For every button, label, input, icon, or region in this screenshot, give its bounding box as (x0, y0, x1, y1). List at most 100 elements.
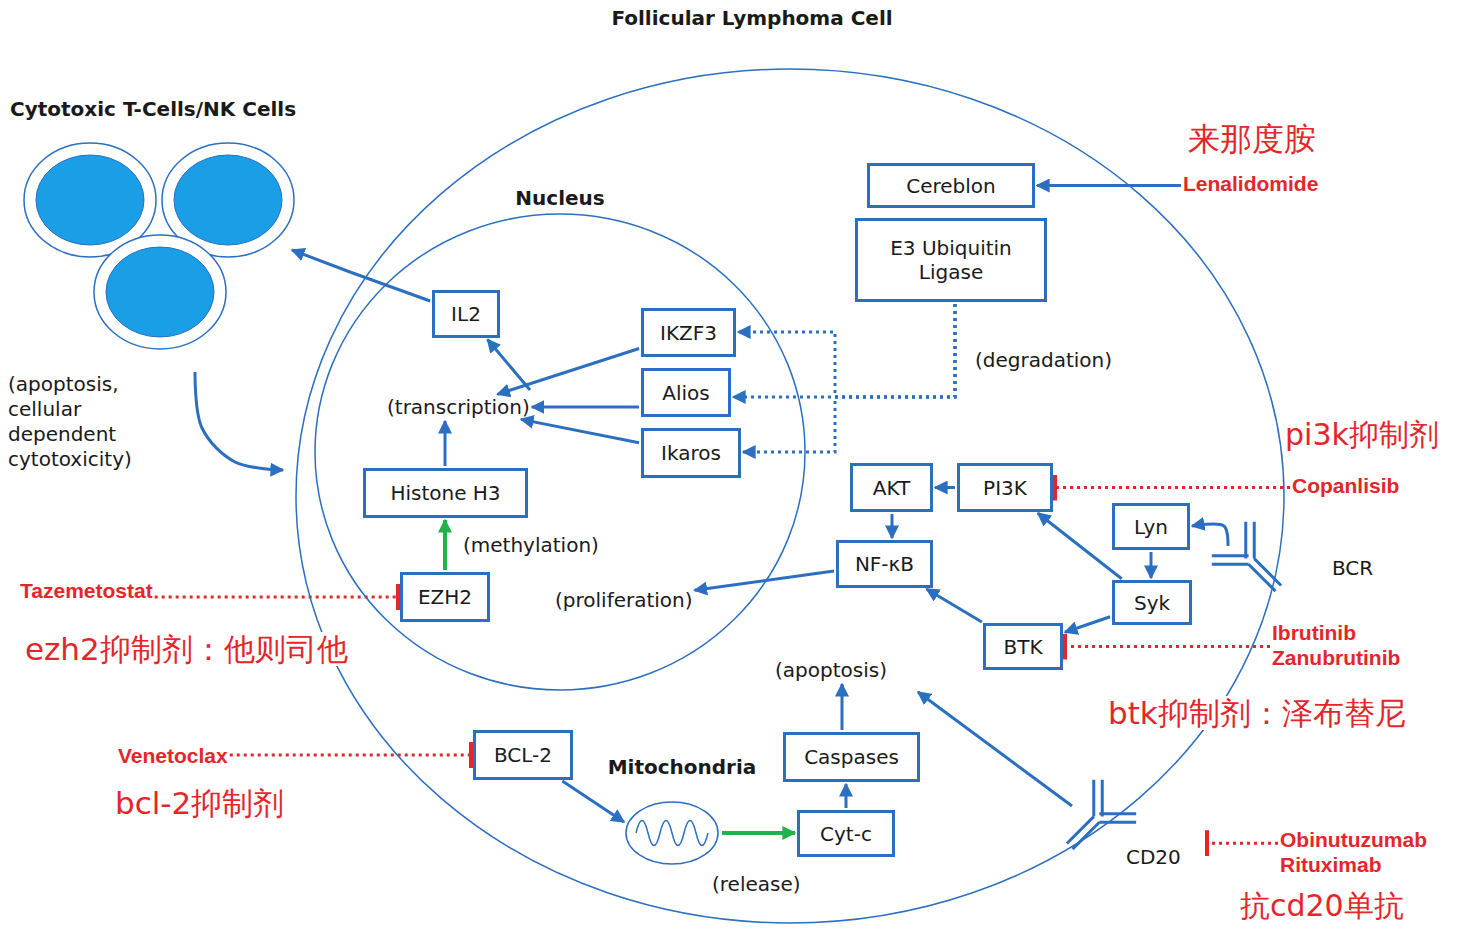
annotation-holder: bcl-2抑制剂 (115, 786, 284, 820)
process-box: Caspases (783, 732, 920, 782)
connector (1065, 645, 1270, 648)
node-heading: Nucleus (515, 186, 604, 210)
shape-group (1208, 518, 1300, 610)
connector (562, 781, 624, 822)
node-text: Alios (662, 381, 709, 405)
mitochondrion: Mitochondria (600, 752, 765, 870)
text-holder: Follicular Lymphoma Cell (611, 6, 892, 30)
process-label: (transcription) (387, 395, 530, 419)
annotation-holder: 来那度胺 (1188, 122, 1316, 157)
cell-outline: Follicular Lymphoma CellNucleusIL2IKZF3A… (290, 2, 1295, 925)
connector (733, 304, 955, 397)
connector (443, 520, 447, 570)
edge-label: (methylation) (463, 533, 599, 558)
process-box: IKZF3 (641, 308, 736, 357)
receptor: CD20 (1045, 775, 1205, 875)
node-text: IKZF3 (660, 321, 717, 345)
shape-group (296, 69, 1284, 923)
edge-label: (release) (712, 872, 801, 897)
cell-nucleus (106, 247, 214, 337)
connector (1055, 486, 1290, 489)
edge-label-holder: (degradation) (975, 348, 1112, 373)
node-text: EZH2 (418, 585, 472, 609)
text-holder: Mitochondria (608, 755, 757, 779)
cell-nucleus (36, 155, 144, 245)
node-text: IL2 (451, 302, 481, 326)
annotation-text: ezh2抑制剂：他则司他 (25, 632, 348, 666)
connector (1150, 552, 1153, 578)
annotation-text: btk抑制剂：泽布替尼 (1108, 696, 1406, 730)
connector (738, 304, 955, 397)
process-box: Histone H3 (363, 468, 528, 518)
connector (230, 754, 471, 757)
connector (918, 692, 1072, 806)
process-box: NF-κB (836, 540, 933, 588)
text-holder: CD20 (1126, 845, 1181, 869)
connector (292, 250, 430, 301)
edge-label: (apoptosis, cellular dependent cytotoxic… (8, 372, 158, 472)
node-text: Tazemetostat (20, 578, 153, 603)
node-text: Venetoclax (118, 743, 228, 768)
node-text: Rituximab (1280, 852, 1427, 877)
connector (487, 340, 530, 390)
node-text: BCL-2 (494, 743, 552, 767)
node-text: Lenalidomide (1183, 171, 1318, 196)
connector (532, 406, 639, 409)
node-text: (apoptosis) (775, 658, 887, 682)
process-box: Alios (641, 368, 731, 417)
process-box: AKT (850, 463, 933, 512)
process-label: (apoptosis) (775, 658, 887, 682)
cell-body (94, 235, 226, 349)
annotation-text: 抗cd20单抗 (1240, 889, 1404, 922)
process-label: (proliferation) (555, 588, 693, 612)
drug-name: ObinutuzumabRituximab (1280, 827, 1427, 877)
text-holder: BCR (1332, 556, 1373, 580)
node-heading: Mitochondria (608, 755, 757, 779)
mitochondrion-membrane (626, 802, 718, 864)
cell-nucleus (174, 155, 282, 245)
process-box: PI3K (957, 463, 1053, 512)
drug-name: Lenalidomide (1183, 171, 1318, 196)
connector (1037, 184, 1181, 187)
edge-label-holder: (apoptosis, cellular dependent cytotoxic… (8, 372, 158, 472)
connector (743, 304, 955, 452)
node-text: (transcription) (387, 395, 530, 419)
nuclear-membrane (315, 214, 805, 690)
node-text: AKT (873, 476, 910, 500)
connector (497, 348, 639, 394)
annotation-holder: pi3k抑制剂 (1285, 418, 1439, 451)
node-heading: CD20 (1126, 845, 1181, 869)
node-text: PI3K (983, 476, 1027, 500)
connector (841, 684, 844, 730)
process-box: BCL-2 (473, 730, 573, 780)
node-text: Obinutuzumab (1280, 827, 1427, 852)
shape-group (315, 214, 805, 690)
cell-membrane (296, 69, 1284, 923)
node-text: Ibrutinib (1272, 620, 1400, 645)
connector (155, 596, 398, 599)
drug-name: IbrutinibZanubrutinib (1272, 620, 1400, 670)
process-box: IL2 (432, 290, 500, 338)
annotation-text: bcl-2抑制剂 (115, 786, 284, 820)
node-text: BTK (1003, 635, 1042, 659)
connector (521, 419, 639, 442)
drug-name: Venetoclax (118, 743, 228, 768)
node-text: Lyn (1134, 515, 1168, 539)
shape-group (24, 143, 294, 349)
node-text: Ikaros (661, 441, 721, 465)
connector (1065, 617, 1110, 632)
drug-name: Copanlisib (1292, 473, 1399, 498)
effector-cell-group: Cytotoxic T-Cells/NK Cells (5, 90, 325, 365)
annotation-text: 来那度胺 (1188, 122, 1316, 157)
node-heading: BCR (1332, 556, 1373, 580)
node-text: Cereblon (906, 174, 996, 198)
process-box: Cyt-c (797, 810, 895, 857)
edge-label-holder: (methylation) (463, 533, 599, 558)
node-heading: Cytotoxic T-Cells/NK Cells (10, 97, 296, 121)
annotation-holder: btk抑制剂：泽布替尼 (1108, 696, 1406, 730)
node-text: Copanlisib (1292, 473, 1399, 498)
process-box: EZH2 (400, 572, 490, 622)
text-holder: Cytotoxic T-Cells/NK Cells (10, 97, 296, 121)
connector (845, 784, 848, 808)
